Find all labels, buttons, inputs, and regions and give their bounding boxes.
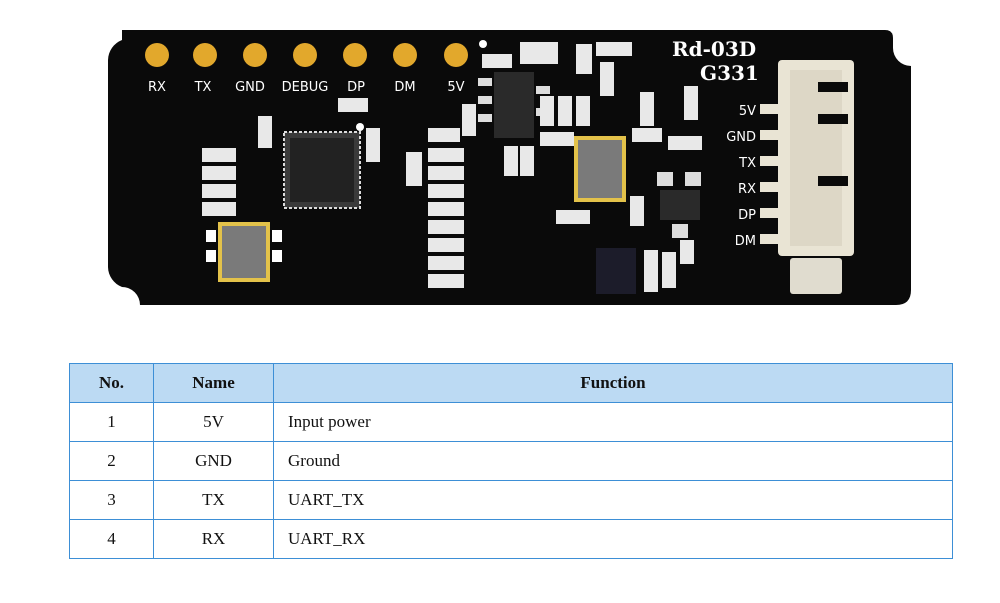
connector-pin-label: DM [735, 234, 756, 249]
cell-name: TX [153, 480, 274, 520]
cell-name: 5V [153, 402, 274, 442]
table-row: 2 GND Ground [69, 441, 953, 481]
ic-chip [494, 72, 534, 138]
top-pin-labels: RX TX GND DEBUG DP DM 5V [148, 80, 465, 95]
cell-function: UART_RX [273, 519, 953, 559]
cell-function: Ground [273, 441, 953, 481]
cell-name: GND [153, 441, 274, 481]
cell-no: 2 [69, 441, 154, 481]
top-pin-pads [145, 43, 468, 67]
cell-no: 4 [69, 519, 154, 559]
table-row: 1 5V Input power [69, 402, 953, 442]
top-pin-label: DEBUG [282, 80, 329, 95]
connector-pin-labels: 5V GND TX RX DP DM [726, 104, 756, 249]
header-function: Function [273, 363, 953, 403]
qfn-chip [283, 123, 364, 209]
connector-pin-label: TX [738, 156, 756, 171]
top-pin-label: GND [235, 80, 265, 95]
version-label: G331 [700, 61, 759, 85]
top-pin-label: 5V [447, 80, 464, 95]
cell-no: 3 [69, 480, 154, 520]
table-header-row: No. Name Function [69, 363, 953, 403]
header-no: No. [69, 363, 154, 403]
cell-no: 1 [69, 402, 154, 442]
ic-chip [596, 248, 636, 294]
transistor [660, 190, 700, 220]
crystal-left [206, 222, 282, 282]
connector-pin-label: RX [738, 182, 756, 197]
model-label: Rd-03D [672, 37, 756, 61]
table-row: 3 TX UART_TX [69, 480, 953, 520]
table-row: 4 RX UART_RX [69, 519, 953, 559]
connector-pin-label: DP [738, 208, 756, 223]
top-pin-label: TX [194, 80, 212, 95]
pcb-module-image: RX TX GND DEBUG DP DM 5V Rd-03D G331 [108, 30, 911, 305]
top-pin-label: RX [148, 80, 166, 95]
header-name: Name [153, 363, 274, 403]
top-pin-label: DP [347, 80, 365, 95]
cell-function: UART_TX [273, 480, 953, 520]
top-pin-label: DM [394, 80, 415, 95]
crystal-right [574, 136, 626, 202]
cell-function: Input power [273, 402, 953, 442]
pin-function-table: No. Name Function 1 5V Input power 2 GND… [69, 363, 953, 559]
passive-components [202, 42, 702, 292]
cell-name: RX [153, 519, 274, 559]
connector-pin-label: GND [726, 130, 756, 145]
jst-connector [760, 60, 854, 294]
connector-pin-label: 5V [739, 104, 756, 119]
